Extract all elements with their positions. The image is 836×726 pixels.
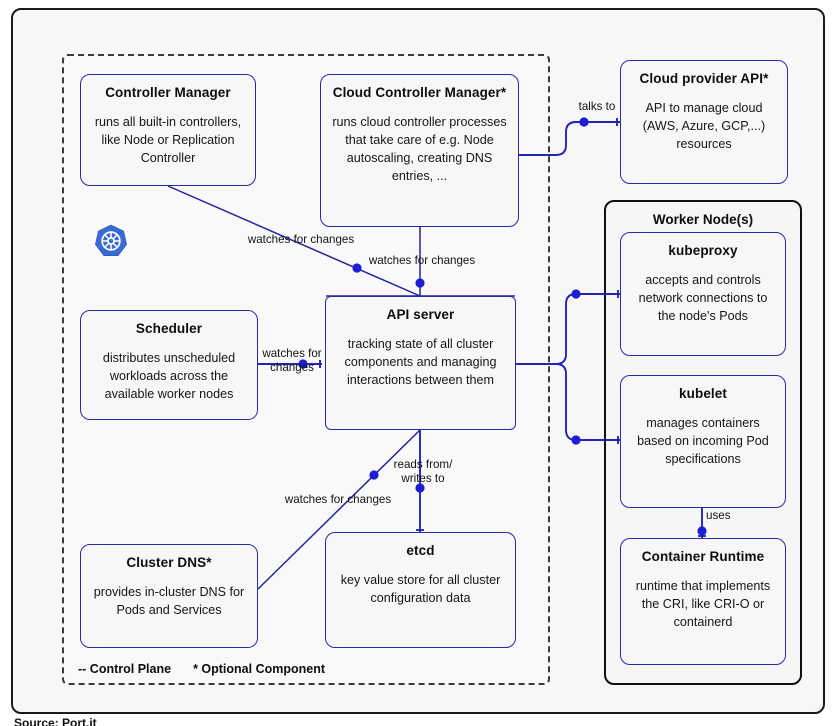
cloud-provider-api-desc: API to manage cloud (AWS, Azure, GCP,...… <box>642 100 766 151</box>
cluster-dns-desc: provides in-cluster DNS for Pods and Ser… <box>93 584 245 617</box>
container-runtime-desc: runtime that implements the CRI, like CR… <box>635 578 771 629</box>
cluster-dns-title: Cluster DNS* <box>126 555 212 570</box>
api-server-desc: tracking state of all cluster components… <box>344 336 497 387</box>
box-cloud-provider-api[interactable]: Cloud provider API* API to manage cloud … <box>620 60 788 184</box>
box-kubeproxy[interactable]: kubeproxy accepts and controls network c… <box>620 232 786 356</box>
etcd-desc: key value store for all cluster configur… <box>340 572 501 605</box>
scheduler-title: Scheduler <box>135 321 203 336</box>
box-cloud-controller-manager[interactable]: Cloud Controller Manager* runs cloud con… <box>320 74 519 227</box>
kubeproxy-desc: accepts and controls network connections… <box>638 272 768 323</box>
legend: -- Control Plane * Optional Component <box>78 662 325 676</box>
kubeproxy-title: kubeproxy <box>668 243 738 258</box>
box-container-runtime[interactable]: Container Runtime runtime that implement… <box>620 538 786 665</box>
container-runtime-title: Container Runtime <box>641 549 765 564</box>
scheduler-desc: distributes unscheduled workloads across… <box>102 350 236 401</box>
api-server-title: API server <box>386 307 455 322</box>
edge-label-talks-to: talks to <box>578 100 616 113</box>
edge-label-watches-for-changes-scheduler: watches for changes <box>262 347 322 375</box>
edge-label-watches-for-changes-cluster-dns: watches for changes <box>284 493 392 506</box>
worker-node-title: Worker Node(s) <box>652 212 754 227</box>
kubelet-desc: manages containers based on incoming Pod… <box>637 415 769 466</box>
cloud-controller-manager-desc: runs cloud controller processes that tak… <box>332 114 507 183</box>
controller-manager-title: Controller Manager <box>105 85 231 100</box>
kubelet-title: kubelet <box>679 386 727 401</box>
controller-manager-desc: runs all built-in controllers, like Node… <box>94 114 242 165</box>
edge-label-reads-writes: reads from/ writes to <box>393 458 453 486</box>
edge-label-watches-for-changes-controller-manager: watches for changes <box>247 233 355 246</box>
box-etcd[interactable]: etcd key value store for all cluster con… <box>325 532 516 648</box>
cloud-provider-api-title: Cloud provider API* <box>639 71 769 86</box>
cloud-controller-manager-title: Cloud Controller Manager* <box>332 85 507 100</box>
box-cluster-dns[interactable]: Cluster DNS* provides in-cluster DNS for… <box>80 544 258 648</box>
kubernetes-logo <box>94 224 128 256</box>
source-note: Source: Port.it <box>14 716 97 726</box>
box-scheduler[interactable]: Scheduler distributes unscheduled worklo… <box>80 310 258 420</box>
box-api-server[interactable]: API server tracking state of all cluster… <box>325 296 516 430</box>
edge-label-watches-for-changes-ccm: watches for changes <box>368 254 476 267</box>
box-kubelet[interactable]: kubelet manages containers based on inco… <box>620 375 786 508</box>
legend-control-plane: -- Control Plane <box>78 662 172 676</box>
box-controller-manager[interactable]: Controller Manager runs all built-in con… <box>80 74 256 186</box>
etcd-title: etcd <box>406 543 435 558</box>
edge-label-uses: uses <box>706 509 731 522</box>
legend-optional-component: * Optional Component <box>193 662 325 676</box>
